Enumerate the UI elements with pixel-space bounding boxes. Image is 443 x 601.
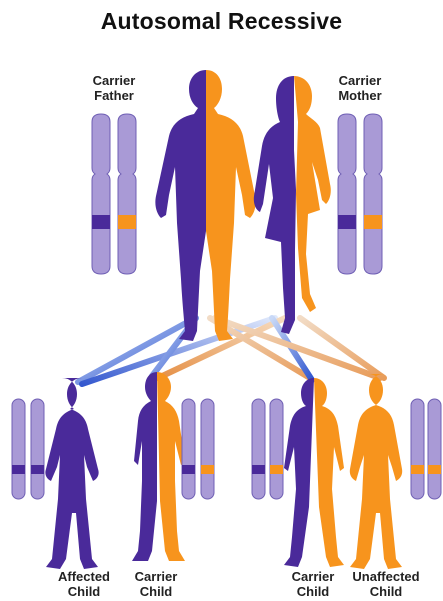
unaffected-child-chromosomes — [411, 399, 441, 499]
affected-child-silhouette — [45, 378, 98, 569]
chromosome-icon — [338, 114, 356, 274]
mother-chromosomes — [338, 114, 382, 274]
chromosome-icon — [118, 114, 136, 274]
father-chromosomes — [92, 114, 136, 274]
mother-silhouette — [254, 74, 331, 334]
affected-child-chromosomes — [12, 399, 44, 499]
chromosome-icon — [364, 114, 382, 274]
carrier-child-1-silhouette — [132, 372, 185, 561]
inheritance-lines — [78, 318, 384, 384]
line-mother-to-unaffected — [300, 318, 384, 378]
chromosome-icon — [92, 114, 110, 274]
carrier-child-1-chromosomes — [182, 399, 214, 499]
father-silhouette — [155, 70, 255, 341]
carrier-child-2-silhouette — [284, 378, 344, 567]
carrier-child-2-chromosomes — [252, 399, 283, 499]
unaffected-child-silhouette — [350, 374, 402, 569]
